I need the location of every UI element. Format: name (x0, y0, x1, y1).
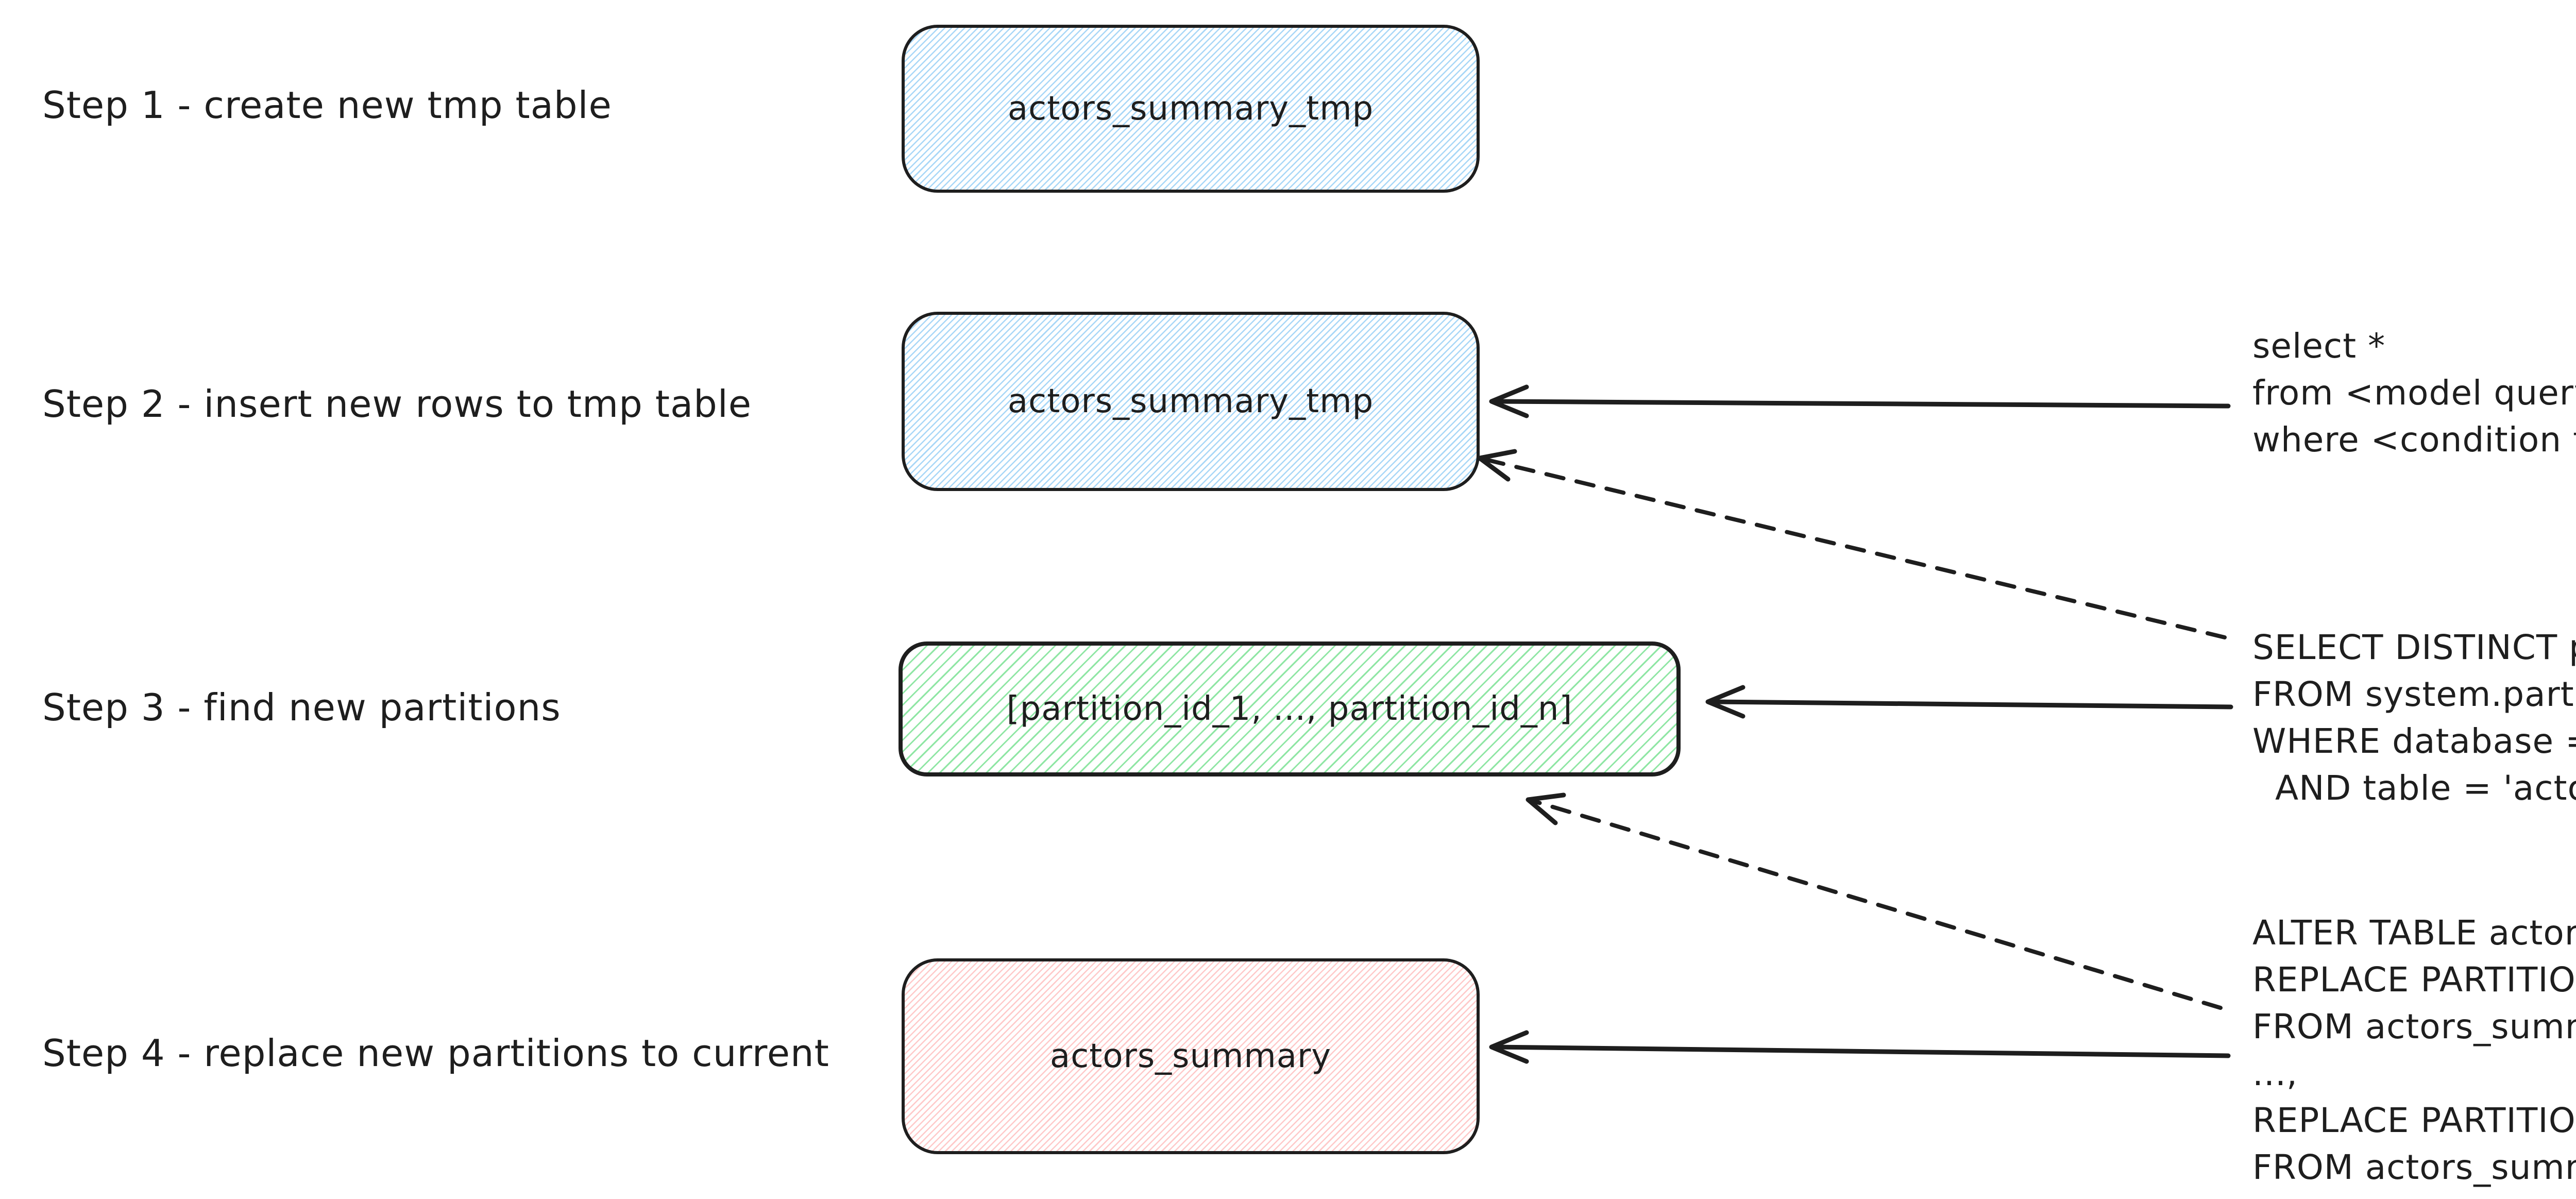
dashed-arrow-find-sql-to-tmp-table-icon (1477, 449, 2227, 639)
step-2-label: Step 2 - insert new rows to tmp table (42, 382, 752, 426)
arrow-find-sql-to-partitions-icon (1705, 685, 2233, 719)
sql-line: FROM actors_summary_tmp, (2252, 1007, 2576, 1046)
arrow-insert-sql-to-tmp-table-icon (1489, 384, 2231, 418)
sql-line: ALTER TABLE actors_summary (2252, 913, 2576, 953)
node-tmp-table-step1-label: actors_summary_tmp (1007, 90, 1374, 128)
sql-line: from <model query> (2252, 373, 2576, 413)
sql-line: WHERE database = <database> (2252, 721, 2576, 761)
sql-line: where <condition to identify new> (2252, 420, 2576, 460)
sql-line: FROM system.parts (2252, 674, 2576, 714)
step-4-label: Step 4 - replace new partitions to curre… (42, 1032, 829, 1075)
dashed-arrow-replace-sql-to-partitions-icon (1526, 792, 2223, 1010)
node-tmp-table-step1: actors_summary_tmp (902, 25, 1480, 193)
arrow-replace-sql-to-current-table-icon (1489, 1030, 2231, 1064)
sql-line: ..., (2252, 1054, 2298, 1093)
sql-line: AND table = 'actors_summary_tmp' (2275, 768, 2576, 808)
step-3-label: Step 3 - find new partitions (42, 686, 561, 729)
step-1-label: Step 1 - create new tmp table (42, 83, 612, 127)
sql-line: SELECT DISTINCT partition_id (2252, 628, 2576, 667)
node-tmp-table-step2-label: actors_summary_tmp (1007, 382, 1374, 420)
sql-replace-partitions-query: ALTER TABLE actors_summary REPLACE PARTI… (2252, 909, 2576, 1191)
sql-line: REPLACE PARTITION partition_id_n (2252, 1101, 2576, 1140)
sql-line: select * (2252, 326, 2386, 366)
sql-line: FROM actors_summary_tmp, (2252, 1147, 2576, 1187)
node-tmp-table-step2: actors_summary_tmp (902, 312, 1480, 491)
node-current-table: actors_summary (902, 958, 1480, 1154)
node-current-table-label: actors_summary (1049, 1037, 1332, 1075)
node-partition-list: [partition_id_1, ..., partition_id_n] (899, 641, 1681, 776)
sql-line: REPLACE PARTITION partition_id_1 (2252, 960, 2576, 1000)
sql-find-partitions-query: SELECT DISTINCT partition_id FROM system… (2252, 624, 2576, 812)
sql-insert-query: select * from <model query> where <condi… (2252, 323, 2576, 463)
node-partition-list-label: [partition_id_1, ..., partition_id_n] (1006, 690, 1573, 728)
